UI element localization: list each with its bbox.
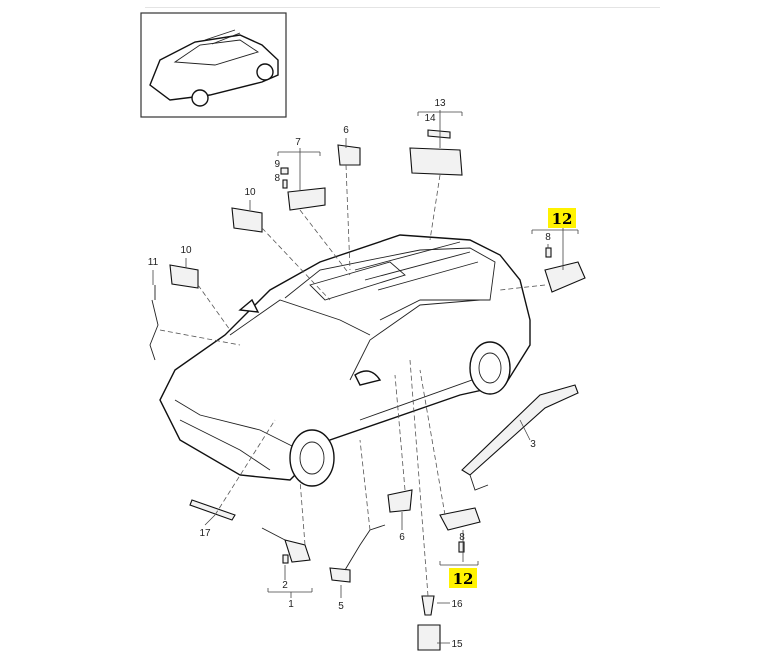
callout-15[interactable]: 15 — [451, 639, 463, 650]
part-13-light — [409, 147, 463, 176]
callout-8[interactable]: 8 — [274, 173, 280, 184]
callout-6[interactable]: 6 — [399, 532, 405, 543]
leader-lines — [152, 110, 579, 644]
callout-9[interactable]: 9 — [274, 159, 280, 170]
callout-labels: 13 14 6 7 9 8 10 10 11 12 8 3 17 2 1 5 6… — [148, 98, 576, 650]
callout-1[interactable]: 1 — [288, 599, 294, 610]
highlight-12-top — [548, 208, 576, 228]
vehicle-thumbnail[interactable] — [140, 12, 287, 118]
callout-2[interactable]: 2 — [282, 580, 288, 591]
top-divider — [145, 7, 660, 8]
vehicle-illustration — [159, 234, 531, 487]
callout-12-highlighted[interactable]: 12 — [552, 210, 573, 228]
callout-5[interactable]: 5 — [338, 601, 344, 612]
callout-16[interactable]: 16 — [451, 599, 463, 610]
parts — [149, 129, 586, 651]
highlight-12-bottom — [449, 568, 477, 588]
callout-13[interactable]: 13 — [434, 98, 446, 109]
callout-7[interactable]: 7 — [295, 137, 301, 148]
callout-10[interactable]: 10 — [180, 245, 192, 256]
callout-6[interactable]: 6 — [343, 125, 349, 136]
callout-3[interactable]: 3 — [530, 439, 536, 450]
callout-11[interactable]: 11 — [148, 257, 159, 268]
callout-10[interactable]: 10 — [244, 187, 256, 198]
callout-8[interactable]: 8 — [459, 532, 465, 543]
callout-14[interactable]: 14 — [424, 113, 436, 124]
callout-17[interactable]: 17 — [199, 528, 211, 539]
callout-8[interactable]: 8 — [545, 232, 551, 243]
callout-12-highlighted[interactable]: 12 — [453, 570, 474, 588]
